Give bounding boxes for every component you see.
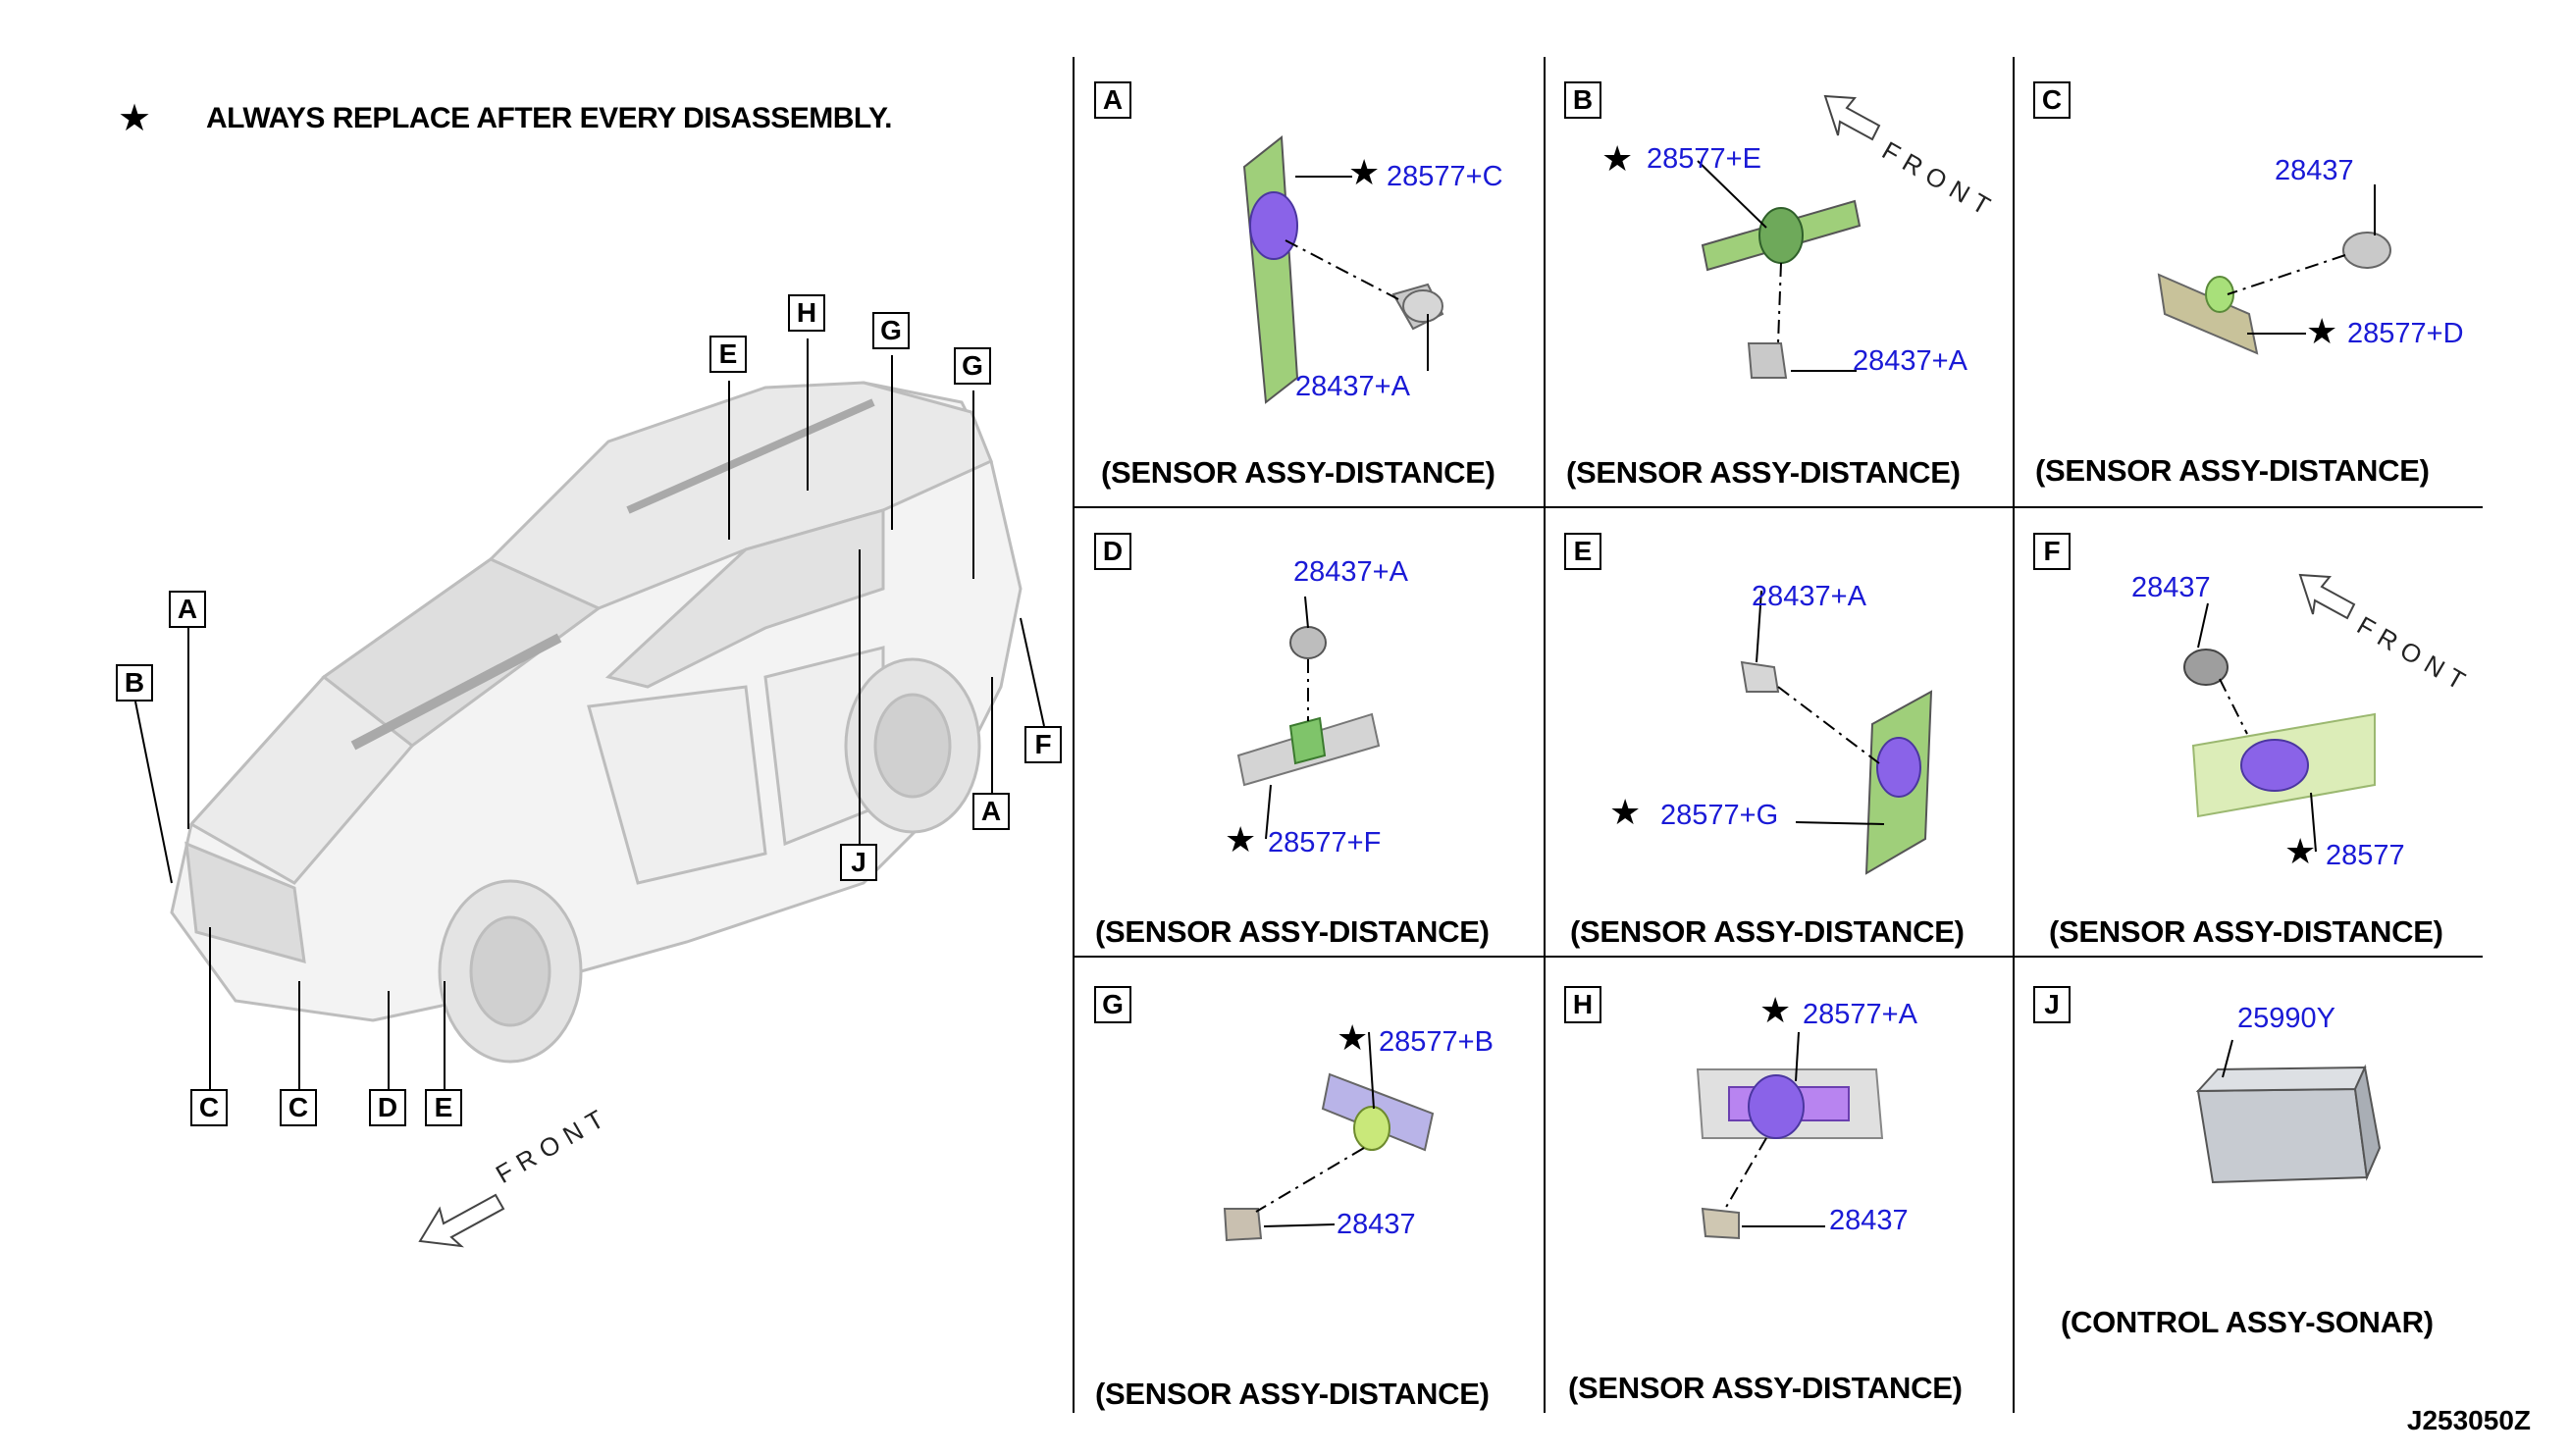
panel-e-replace-star-icon: ★ <box>1609 792 1642 832</box>
vehicle-callout-h: H <box>788 294 825 332</box>
vehicle-leader-lines <box>134 338 1045 1089</box>
panel-f-art <box>2183 602 2376 853</box>
panel-c-part-1: 28437 <box>2275 155 2354 186</box>
panel-h-replace-star-icon: ★ <box>1759 990 1792 1030</box>
panel-g-letter: G <box>1094 986 1131 1023</box>
front-arrow-vehicle <box>418 1193 505 1248</box>
panel-d-part-1: 28437+A <box>1293 556 1408 588</box>
panel-g-replace-star-icon: ★ <box>1337 1017 1369 1058</box>
panel-b-part-2: 28437+A <box>1853 345 1967 377</box>
vehicle-callout-c-2: C <box>280 1089 317 1126</box>
panel-g-part-2: 28437 <box>1337 1209 1416 1240</box>
panel-g-art <box>1223 1031 1435 1242</box>
panel-e-part-1: 28437+A <box>1752 581 1866 612</box>
grid-lines <box>1073 57 2483 1413</box>
panel-b-art <box>1697 160 1862 379</box>
vehicle-callout-f: F <box>1024 726 1062 763</box>
vehicle-callout-j: J <box>840 844 877 881</box>
vehicle-callout-e-1: E <box>425 1089 462 1126</box>
drawing-code: J253050Z <box>2406 1405 2531 1435</box>
panel-d-replace-star-icon: ★ <box>1225 819 1257 859</box>
panel-c-art <box>2157 184 2391 355</box>
panel-a-letter: A <box>1094 81 1131 119</box>
vehicle-callout-a: A <box>169 591 206 628</box>
panel-f-part-2: 28577 <box>2326 840 2405 871</box>
panel-d-art <box>1236 596 1381 840</box>
panel-e-part-2: 28577+G <box>1660 800 1779 831</box>
vehicle-callout-c-1: C <box>190 1089 228 1126</box>
vehicle-illustration <box>170 381 1023 1064</box>
always-replace-note: ALWAYS REPLACE AFTER EVERY DISASSEMBLY. <box>206 102 893 134</box>
vehicle-callout-g-1: G <box>872 312 910 349</box>
panel-j-caption: (CONTROL ASSY-SONAR) <box>2061 1305 2434 1339</box>
panel-e-caption: (SENSOR ASSY-DISTANCE) <box>1570 914 1965 949</box>
vehicle-callout-e-2: E <box>709 336 747 373</box>
panel-e-letter: E <box>1564 533 1601 570</box>
panel-g-caption: (SENSOR ASSY-DISTANCE) <box>1095 1377 1490 1411</box>
panel-f-part-1: 28437 <box>2131 572 2211 603</box>
panel-a-part-1: 28577+C <box>1387 161 1503 192</box>
panel-a-art <box>1242 135 1444 404</box>
panel-b-part-1: 28577+E <box>1647 143 1761 175</box>
panel-f-replace-star-icon: ★ <box>2284 831 2317 871</box>
panel-c-part-2: 28577+D <box>2347 318 2464 349</box>
panel-d-letter: D <box>1094 533 1131 570</box>
always-replace-star-icon: ★ <box>118 98 152 139</box>
panel-b-letter: B <box>1564 81 1601 119</box>
panel-h-part-2: 28437 <box>1829 1205 1909 1236</box>
panel-f-letter: F <box>2033 533 2071 570</box>
panel-h-letter: H <box>1564 986 1601 1023</box>
panel-h-art <box>1696 1031 1884 1240</box>
panel-c-caption: (SENSOR ASSY-DISTANCE) <box>2035 453 2430 488</box>
panel-d-part-2: 28577+F <box>1268 827 1382 858</box>
vehicle-callout-d: D <box>369 1089 406 1126</box>
front-arrow-panel-b <box>1823 94 1881 141</box>
panel-b-replace-star-icon: ★ <box>1601 138 1634 179</box>
panel-h-part-1: 28577+A <box>1803 999 1917 1030</box>
panel-c-letter: C <box>2033 81 2071 119</box>
panel-b-caption: (SENSOR ASSY-DISTANCE) <box>1566 455 1961 490</box>
panel-d-caption: (SENSOR ASSY-DISTANCE) <box>1095 914 1490 949</box>
panel-j-art <box>2195 1039 2382 1184</box>
panel-a-replace-star-icon: ★ <box>1348 152 1381 192</box>
panel-f-caption: (SENSOR ASSY-DISTANCE) <box>2049 914 2443 949</box>
panel-a-part-2: 28437+A <box>1295 371 1410 402</box>
panel-j-part-1: 25990Y <box>2237 1003 2335 1034</box>
panel-a-caption: (SENSOR ASSY-DISTANCE) <box>1101 455 1495 490</box>
front-arrow-panel-f <box>2298 573 2356 620</box>
panel-g-part-1: 28577+B <box>1379 1026 1494 1058</box>
vehicle-callout-g-2: G <box>954 347 991 385</box>
vehicle-callout-a-rear: A <box>972 793 1010 830</box>
panel-c-replace-star-icon: ★ <box>2306 311 2338 351</box>
vehicle-callout-b: B <box>116 664 153 702</box>
panel-j-letter: J <box>2033 986 2071 1023</box>
panel-e-art <box>1740 590 1933 875</box>
panel-h-caption: (SENSOR ASSY-DISTANCE) <box>1568 1371 1963 1405</box>
